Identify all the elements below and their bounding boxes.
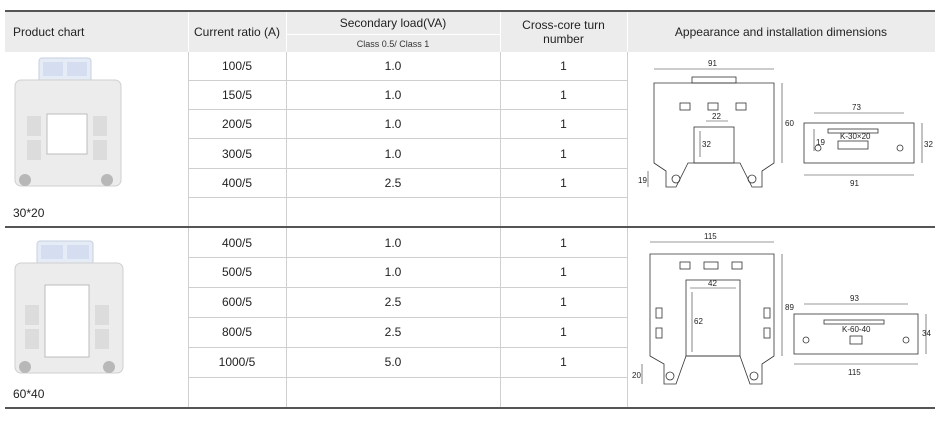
turns-cell: 1 [500, 109, 628, 140]
dim-window-h-label: 32 [702, 140, 711, 149]
table-row: 1000/5 5.0 1 [5, 347, 935, 378]
load-cell: 5.0 [286, 347, 501, 378]
ratio-cell [188, 377, 287, 409]
header-product-chart: Product chart [5, 12, 189, 52]
header-cross-core: Cross-core turn number [500, 12, 628, 52]
product-name: 60*40 [13, 387, 45, 401]
dim-side-left-label: 19 [816, 138, 825, 147]
table-row: 600/5 2.5 1 [5, 287, 935, 318]
header-current-ratio: Current ratio (A) [188, 12, 287, 52]
product-name: 30*20 [13, 206, 45, 220]
turns-cell: 1 [500, 347, 628, 378]
turns-cell: 1 [500, 52, 628, 82]
turns-cell [500, 197, 628, 228]
dim-height-label: 60 [785, 119, 794, 128]
turns-cell: 1 [500, 138, 628, 169]
load-cell: 1.0 [286, 138, 501, 169]
header-appearance: Appearance and installation dimensions [627, 12, 936, 52]
dimension-drawing-cell: 115 89 42 62 20 93 115 34 K-60-40 [627, 227, 935, 409]
dim-side-right-label: 34 [922, 329, 931, 338]
ratio-cell: 100/5 [188, 52, 287, 82]
ratio-cell [188, 197, 287, 228]
table-row: 300/5 1.0 1 [5, 138, 935, 169]
dim-window-w-label: 42 [708, 279, 717, 288]
turns-cell: 1 [500, 287, 628, 318]
load-cell: 1.0 [286, 80, 501, 111]
load-cell: 2.5 [286, 317, 501, 348]
turns-cell: 1 [500, 317, 628, 348]
header-row: Product chart Current ratio (A) Secondar… [5, 12, 936, 52]
ratio-cell: 800/5 [188, 317, 287, 348]
turns-cell [500, 377, 628, 409]
table-row: 30*20 100/5 1.0 1 [5, 52, 935, 228]
turns-cell: 1 [500, 257, 628, 288]
load-cell: 2.5 [286, 168, 501, 198]
table-row: 150/5 1.0 1 [5, 80, 935, 111]
spec-table: Product chart Current ratio (A) Secondar… [5, 12, 936, 409]
dim-side-right-label: 32 [924, 140, 933, 149]
dim-window-h-label: 62 [694, 317, 703, 326]
dimension-drawing-30x20: 91 60 22 32 19 73 91 19 32 K-30×20 [638, 59, 933, 188]
ratio-cell: 600/5 [188, 287, 287, 318]
load-cell [286, 197, 501, 228]
table-row [5, 197, 935, 228]
dim-side-bottom-label: 91 [850, 179, 859, 188]
turns-cell: 1 [500, 168, 628, 198]
ratio-cell: 500/5 [188, 257, 287, 288]
ratio-cell: 300/5 [188, 138, 287, 169]
dim-side-top-label: 93 [850, 294, 859, 303]
dim-width-label: 91 [708, 59, 717, 68]
product-cell-60x40: 60*40 [5, 227, 189, 409]
load-cell: 1.0 [286, 227, 501, 258]
turns-cell: 1 [500, 227, 628, 258]
header-secondary-load: Secondary load(VA) Class 0.5/ Class 1 [286, 12, 501, 52]
current-transformer-image [14, 57, 122, 187]
dimension-drawing-cell: 91 60 22 32 19 73 91 19 32 K-30×20 [627, 52, 935, 228]
model-label: K-60-40 [842, 325, 871, 334]
dimension-drawing-60x40: 115 89 42 62 20 93 115 34 K-60-40 [632, 232, 932, 385]
table-row: 200/5 1.0 1 [5, 109, 935, 140]
dim-side-top-label: 73 [852, 103, 861, 112]
load-cell: 2.5 [286, 287, 501, 318]
model-label: K-30×20 [840, 132, 871, 141]
dim-side-bottom-label: 115 [848, 368, 861, 377]
load-cell: 1.0 [286, 52, 501, 82]
dim-window-w-label: 22 [712, 112, 721, 121]
dim-foot-label: 19 [638, 176, 647, 185]
dim-foot-label: 20 [632, 371, 641, 380]
dim-height-label: 89 [785, 303, 794, 312]
ratio-cell: 400/5 [188, 227, 287, 258]
dim-width-label: 115 [704, 232, 717, 241]
secondary-load-title: Secondary load(VA) [286, 13, 500, 35]
turns-cell: 1 [500, 80, 628, 111]
ratio-cell: 200/5 [188, 109, 287, 140]
product-cell-30x20: 30*20 [5, 52, 189, 228]
table-row: 60*40 400/5 1.0 1 [5, 227, 935, 409]
ratio-cell: 400/5 [188, 168, 287, 198]
load-cell [286, 377, 501, 409]
table-row [5, 377, 935, 409]
current-transformer-image [14, 240, 124, 374]
table-row: 800/5 2.5 1 [5, 317, 935, 348]
ratio-cell: 1000/5 [188, 347, 287, 378]
ratio-cell: 150/5 [188, 80, 287, 111]
class-label: Class 0.5/ Class 1 [356, 38, 430, 49]
load-cell: 1.0 [286, 109, 501, 140]
table-row: 400/5 2.5 1 [5, 168, 935, 198]
load-cell: 1.0 [286, 257, 501, 288]
top-rule [5, 10, 935, 12]
table-row: 500/5 1.0 1 [5, 257, 935, 288]
